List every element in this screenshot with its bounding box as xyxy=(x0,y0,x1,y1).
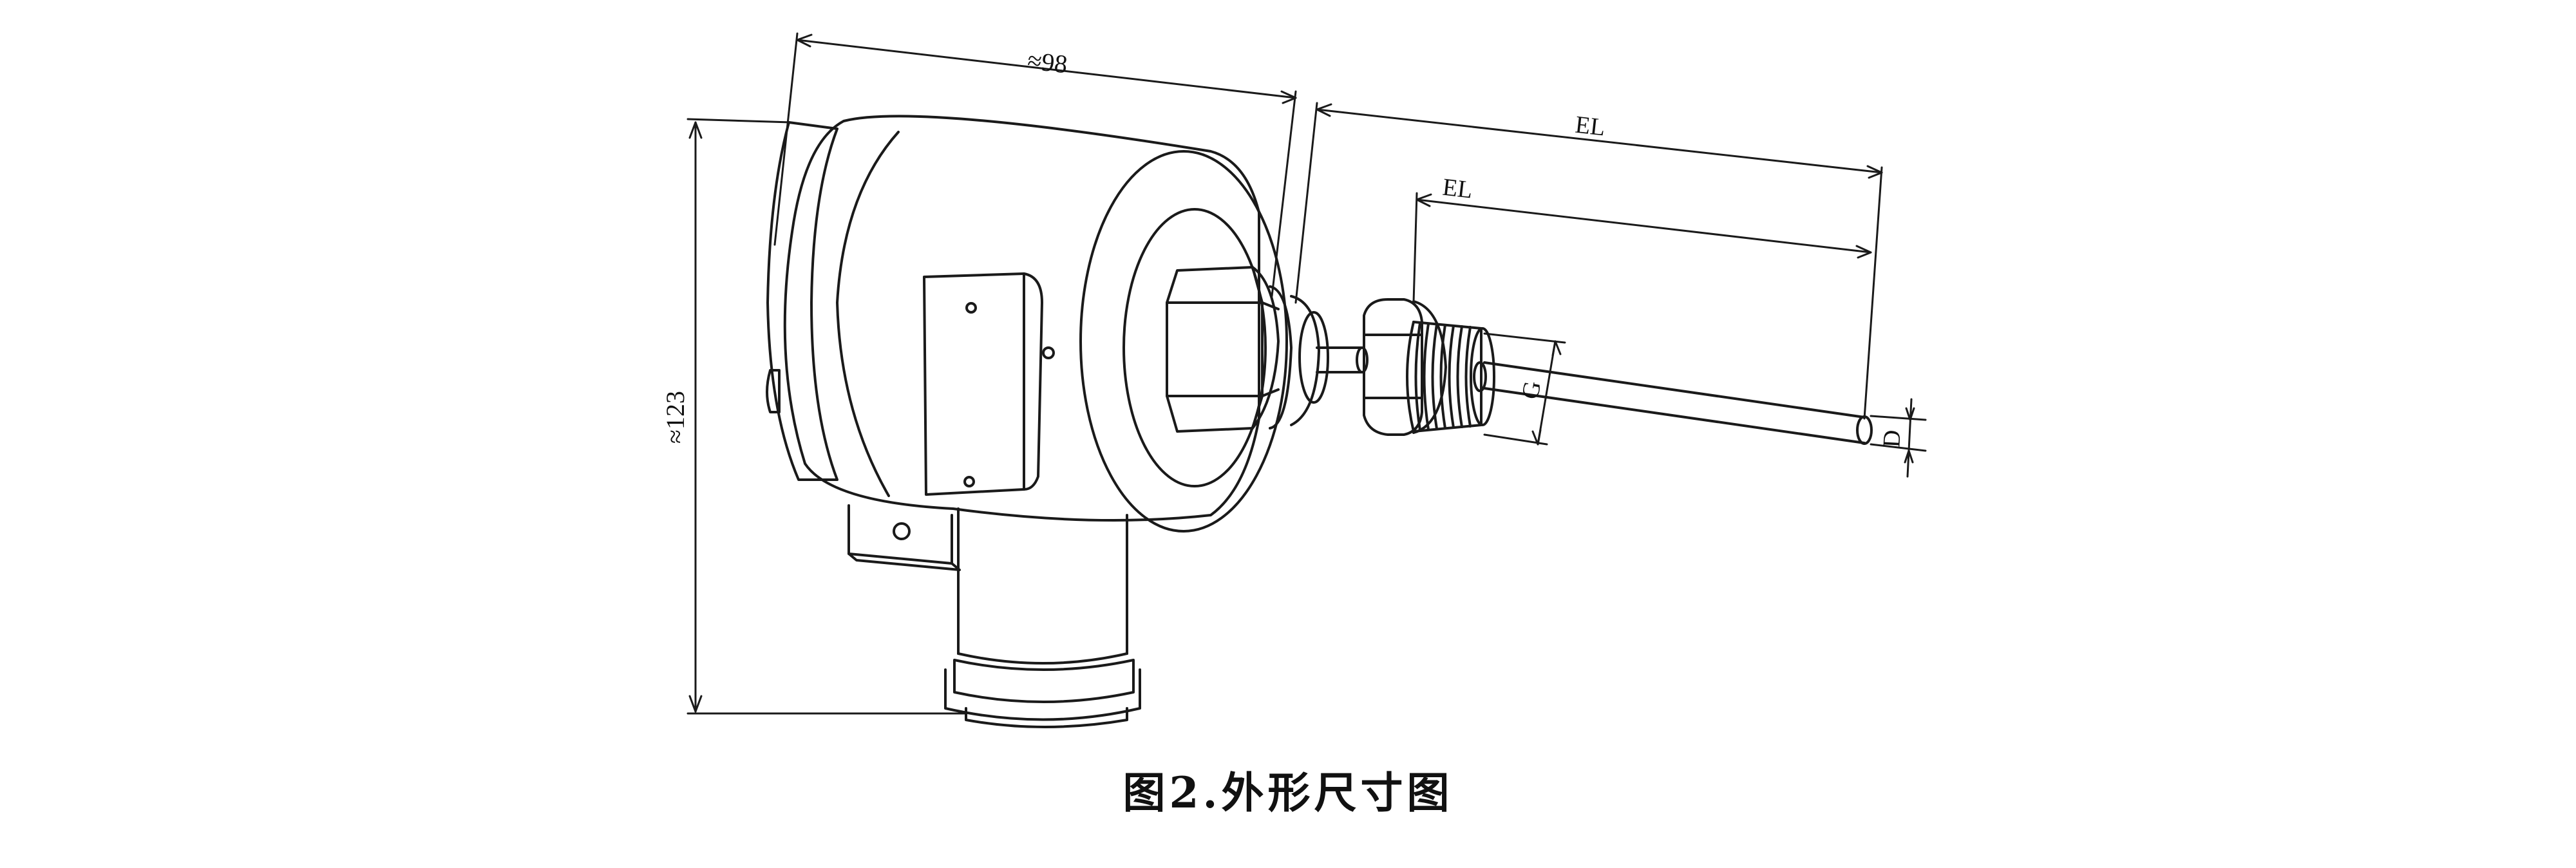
label-el-outer: EL xyxy=(1574,111,1607,142)
dimension-labels: ≈98 ≈123 EL EL G D xyxy=(661,46,1906,449)
dim-el-outer-line xyxy=(1316,108,1883,174)
housing xyxy=(766,115,1288,533)
dim-el-inner-ext-left xyxy=(1412,192,1418,304)
label-d: D xyxy=(1878,429,1906,449)
dim-g-line xyxy=(1537,340,1557,446)
label-g: G xyxy=(1517,379,1546,401)
figure-caption: 图2.外形尺寸图 xyxy=(1122,768,1454,818)
dim-width-ext-right xyxy=(1271,90,1297,297)
dim-d-ext-top xyxy=(1870,415,1927,421)
dimension-lines xyxy=(687,32,1927,715)
housing-nameplate-bevel xyxy=(1023,272,1043,491)
mounting-bracket xyxy=(848,504,961,571)
bezel-marker xyxy=(1042,346,1055,359)
dim-g-ext-top xyxy=(1483,332,1566,344)
hex-nut-housing xyxy=(1166,266,1280,433)
housing-barrel xyxy=(783,115,1260,522)
housing-nameplate xyxy=(923,272,1025,496)
nameplate-screw-top xyxy=(965,302,977,314)
coupling-nut xyxy=(1269,285,1329,429)
threaded-fitting xyxy=(1406,321,1495,433)
hex-nut-process xyxy=(1363,298,1447,436)
dim-d-ext-bottom xyxy=(1870,443,1927,452)
dim-height-ext-top xyxy=(687,118,792,124)
dim-d-line xyxy=(1906,398,1913,478)
probe-tube xyxy=(1483,361,1873,445)
housing-front-face xyxy=(1122,208,1267,487)
label-width: ≈98 xyxy=(1026,46,1069,79)
rear-cap-tab xyxy=(766,369,781,413)
cable-gland xyxy=(944,507,1141,728)
dim-el-inner-line xyxy=(1416,198,1872,254)
label-el-inner: EL xyxy=(1441,174,1474,204)
dim-el-outer-ext-right xyxy=(1863,166,1883,420)
housing-front-bezel xyxy=(1079,150,1288,533)
housing-seam xyxy=(836,131,900,497)
dim-width-line xyxy=(796,39,1297,99)
housing-rear-cap xyxy=(766,121,838,481)
dim-el-outer-ext-left xyxy=(1294,102,1318,304)
bracket-hole xyxy=(893,522,911,540)
nameplate-screw-bottom xyxy=(963,476,975,487)
connecting-stem xyxy=(1316,346,1368,373)
dim-width-ext-left xyxy=(773,32,799,246)
label-height: ≈123 xyxy=(661,391,690,444)
